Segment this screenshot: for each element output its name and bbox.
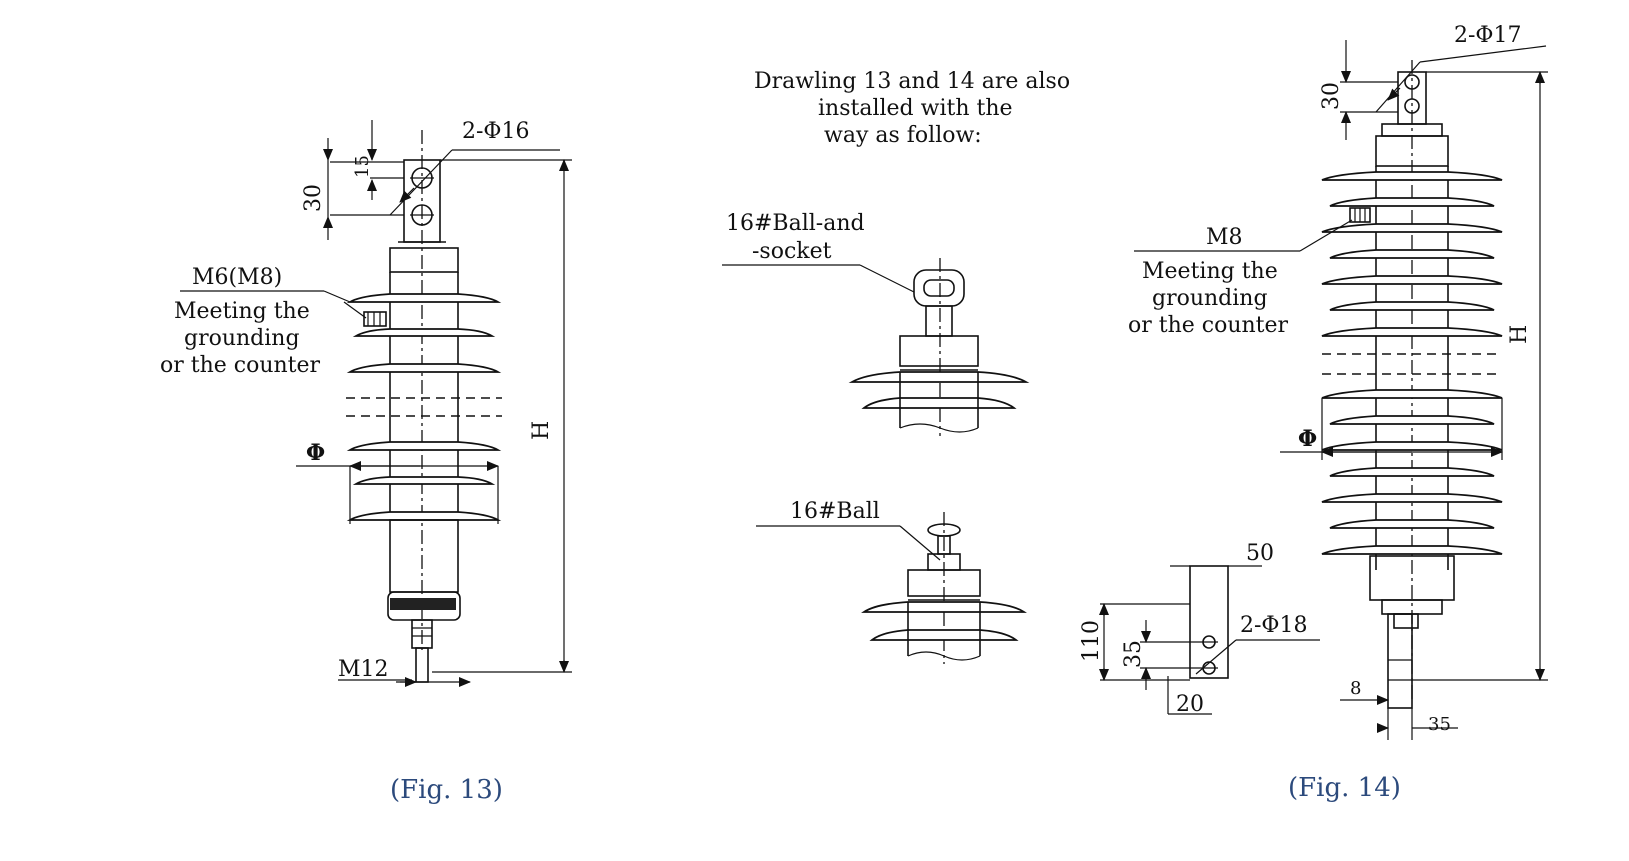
bracket-dim-110: 110 — [1079, 620, 1104, 662]
middle-note-line1: Drawling 13 and 14 are also — [754, 69, 1070, 94]
ball-drawing — [756, 512, 1027, 664]
ball-socket-label-line1: 16#Ball-and — [726, 211, 865, 236]
fig13-dim-15: 15 — [352, 155, 373, 178]
fig14-arrester-drawing — [1134, 40, 1548, 740]
ball-and-socket-drawing — [722, 258, 1030, 436]
fig14-hole-label: 2-Φ17 — [1454, 23, 1521, 48]
fig14-thread-label: M8 — [1206, 225, 1243, 250]
bracket-dim-50: 50 — [1246, 541, 1274, 566]
fig14-height-label: H — [1507, 325, 1532, 344]
fig13-hole-label: 2-Φ16 — [462, 119, 529, 144]
fig14-note-line2: grounding — [1152, 286, 1268, 311]
fig13-note-line2: grounding — [184, 326, 300, 351]
fig13-arrester-drawing — [180, 120, 572, 687]
bracket-holes-label: 2-Φ18 — [1240, 613, 1307, 638]
bracket-dim-20: 20 — [1176, 692, 1204, 717]
bracket-dim-35: 35 — [1121, 640, 1146, 668]
fig14-dim-30: 30 — [1319, 82, 1344, 110]
fig13-note-line1: Meeting the — [174, 299, 310, 324]
ball-socket-label-line2: -socket — [752, 239, 832, 264]
fig13-note-line3: or the counter — [160, 353, 321, 378]
fig13-caption: (Fig. 13) — [390, 775, 503, 805]
fig13-dim-30: 30 — [301, 184, 326, 212]
fig13-dia-label: Φ — [306, 440, 325, 466]
fig14-dia-label: Φ — [1298, 426, 1317, 452]
fig13-bottom-thread: M12 — [338, 657, 389, 682]
ball-label: 16#Ball — [790, 499, 880, 524]
fig13-height-label: H — [529, 421, 554, 440]
mounting-bracket-drawing — [1099, 565, 1320, 715]
fig14-note-line3: or the counter — [1128, 313, 1289, 338]
fig14-dim-8: 8 — [1350, 678, 1361, 699]
middle-note-line2: installed with the — [818, 96, 1013, 121]
fig14-dim-35-bottom: 35 — [1428, 714, 1451, 735]
fig14-caption: (Fig. 14) — [1288, 773, 1401, 803]
fig14-note-line1: Meeting the — [1142, 259, 1278, 284]
middle-note-line3: way as follow: — [824, 123, 982, 148]
fig13-thread-label: M6(M8) — [192, 265, 282, 290]
